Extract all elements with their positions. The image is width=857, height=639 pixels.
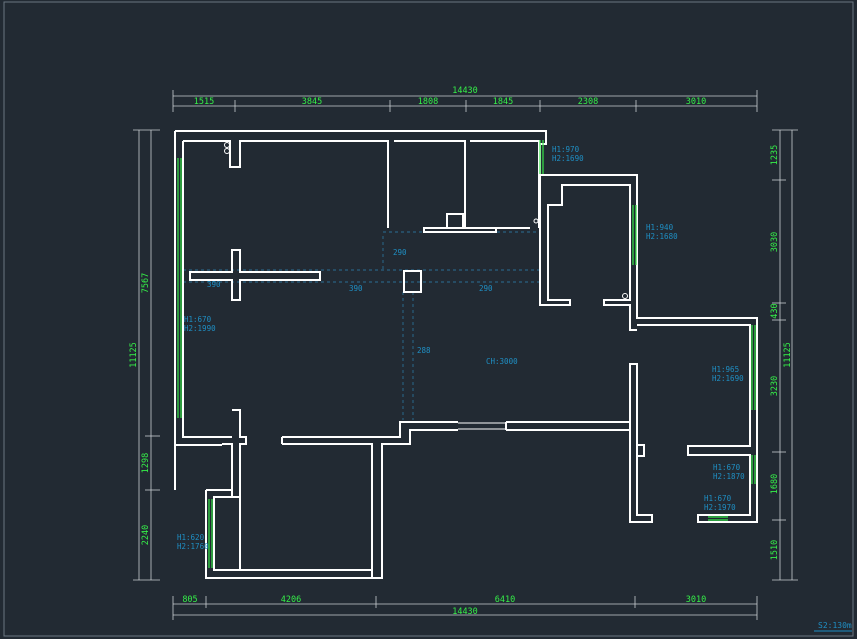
scale-label: S2:130m <box>818 621 852 630</box>
right-dim-6: 1510 <box>770 540 780 560</box>
bottom-dimensions: 805 4206 6410 3010 14430 <box>172 595 758 620</box>
beam-label-4: 290 <box>479 284 493 293</box>
bottom-dim-1: 805 <box>182 595 197 605</box>
top-dim-1: 1515 <box>194 97 214 107</box>
beam-lines <box>183 231 540 420</box>
window-left-h1: H1:670 <box>184 315 212 324</box>
right-dim-3: 430 <box>770 303 780 318</box>
window-right-low-h1: H1:670 <box>713 463 741 472</box>
top-dim-2: 3845 <box>302 97 322 107</box>
windows <box>177 140 756 568</box>
annotations: H1:970 H2:1690 H1:940 H2:1680 H1:670 H2:… <box>177 145 745 551</box>
top-dim-4: 1845 <box>493 97 513 107</box>
beam-label-3: 390 <box>349 284 363 293</box>
bottom-dim-4: 3010 <box>686 595 706 605</box>
beam-label-2: 390 <box>207 280 221 289</box>
fixtures <box>224 142 628 299</box>
drawing-frame <box>3 1 854 637</box>
bottom-dim-2: 4206 <box>281 595 301 605</box>
window-bottom-right-h2: H2:1970 <box>704 503 736 512</box>
top-total-dim: 14430 <box>452 86 478 96</box>
left-dimensions: 11125 7567 1298 2240 <box>129 129 160 581</box>
right-dim-5: 1680 <box>770 474 780 494</box>
window-bottom-right-h1: H1:670 <box>704 494 732 503</box>
top-dim-3: 1808 <box>418 97 438 107</box>
bottom-dim-3: 6410 <box>495 595 515 605</box>
bottom-total-dim: 14430 <box>452 607 478 617</box>
left-dim-3: 2240 <box>141 525 151 545</box>
right-dim-2: 3030 <box>770 232 780 252</box>
ceiling-height-label: CH:3000 <box>486 357 518 366</box>
beam-label-5: 288 <box>417 346 431 355</box>
window-right-mid-h1: H1:965 <box>712 365 739 374</box>
window-top-mid-h2: H2:1690 <box>552 154 584 163</box>
window-left-h2: H2:1990 <box>184 324 216 333</box>
walls <box>174 130 758 579</box>
top-dim-6: 3010 <box>686 97 706 107</box>
top-dim-5: 2308 <box>578 97 598 107</box>
left-dim-2: 1298 <box>141 453 151 473</box>
right-total-dim: 11125 <box>783 342 793 368</box>
window-right-upper-h1: H1:940 <box>646 223 674 232</box>
right-dim-4: 3230 <box>770 376 780 396</box>
window-bottom-left-h1: H1:620 <box>177 533 205 542</box>
left-dim-1: 7567 <box>141 273 151 293</box>
window-right-upper-h2: H2:1680 <box>646 232 678 241</box>
window-right-low-h2: H2:1870 <box>713 472 745 481</box>
window-top-mid-h1: H1:970 <box>552 145 580 154</box>
window-right-mid-h2: H2:1690 <box>712 374 744 383</box>
right-dim-1: 1235 <box>770 145 780 165</box>
beam-label-1: 290 <box>393 248 407 257</box>
right-dimensions: 1235 3030 430 3230 1680 1510 11125 <box>770 129 798 581</box>
top-dimensions: 14430 1515 3845 1808 1845 2308 3010 <box>172 86 758 112</box>
left-total-dim: 11125 <box>129 342 139 368</box>
window-bottom-left-h2: H2:1760 <box>177 542 209 551</box>
